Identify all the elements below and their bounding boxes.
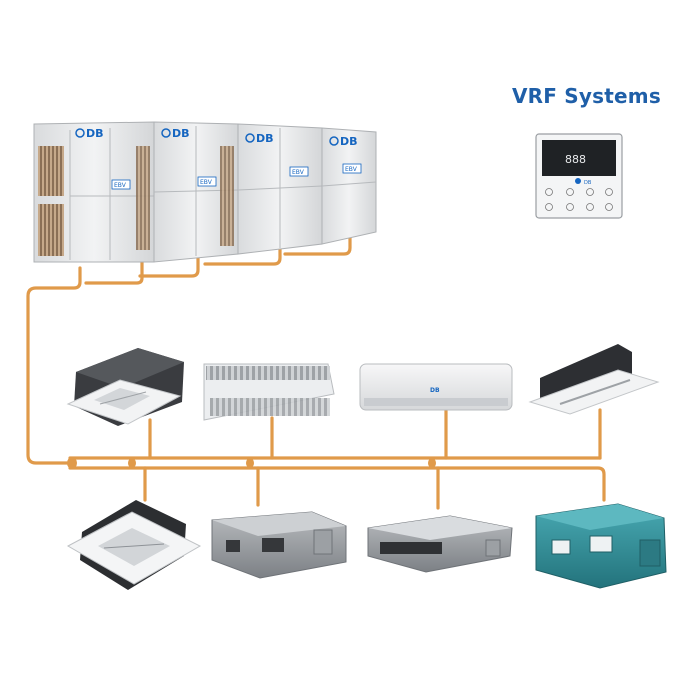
- outdoor-badge: EBV: [292, 169, 305, 176]
- compact-cassette-unit: [66, 500, 202, 590]
- controller-button-icon: [566, 188, 574, 196]
- controller-button-icon: [586, 188, 594, 196]
- controller-button-icon: [545, 188, 553, 196]
- ceiling-floor-unit: [203, 363, 335, 421]
- outdoor-unit-2: DB EBV: [153, 121, 239, 263]
- branch-pipe-outdoor-4: [203, 244, 282, 266]
- controller-button-icon: [545, 203, 553, 211]
- controller-brand-label: DB: [584, 180, 592, 186]
- wall-unit-brand-label: DB: [430, 387, 440, 394]
- brand-logo-icon: [75, 128, 85, 138]
- outdoor-brand-label: DB: [86, 127, 104, 140]
- branch-pipe-outdoor-5: [283, 234, 352, 256]
- outdoor-badge: EBV: [200, 179, 213, 186]
- controller-digits: 888: [565, 153, 586, 166]
- lower-distribution-pipe: [68, 466, 606, 502]
- outdoor-badge: EBV: [114, 182, 127, 189]
- wall-mounted-unit: DB: [359, 363, 513, 411]
- outdoor-badge: EBV: [345, 166, 358, 173]
- outdoor-unit-4: DB EBV: [321, 127, 377, 245]
- branch-pipe-outdoor-2: [84, 260, 144, 285]
- one-way-cassette-unit: [528, 344, 660, 415]
- controller-button-icon: [605, 188, 613, 196]
- controller-display: [542, 140, 616, 176]
- outdoor-brand-label: DB: [340, 135, 358, 148]
- outdoor-unit-3: DB EBV: [237, 123, 323, 255]
- brand-logo-icon: [329, 136, 339, 146]
- high-static-duct-unit: [535, 503, 667, 589]
- pipe-joints: [67, 457, 436, 469]
- brand-logo-icon: [161, 128, 171, 138]
- page-title: VRF Systems: [512, 84, 661, 108]
- controller-button-icon: [566, 203, 574, 211]
- brand-logo-icon: [245, 133, 255, 143]
- wired-controller: 888 DB: [535, 133, 623, 219]
- controller-button-icon: [605, 203, 613, 211]
- medium-static-duct-unit: [211, 511, 347, 579]
- controller-button-icon: [586, 203, 594, 211]
- main-pipe-left: [26, 266, 82, 465]
- controller-buttons: [545, 188, 613, 211]
- four-way-cassette-unit: [66, 348, 184, 426]
- outdoor-brand-label: DB: [172, 127, 190, 140]
- slim-duct-unit: [367, 515, 513, 573]
- controller-logo-icon: [575, 178, 581, 184]
- outdoor-unit-1: DB EBV: [33, 121, 155, 263]
- refrigerant-piping: [26, 234, 606, 510]
- branch-pipe-outdoor-3: [138, 252, 200, 278]
- outdoor-brand-label: DB: [256, 132, 274, 145]
- outdoor-units: DB EBV DB EBV DB: [33, 121, 377, 263]
